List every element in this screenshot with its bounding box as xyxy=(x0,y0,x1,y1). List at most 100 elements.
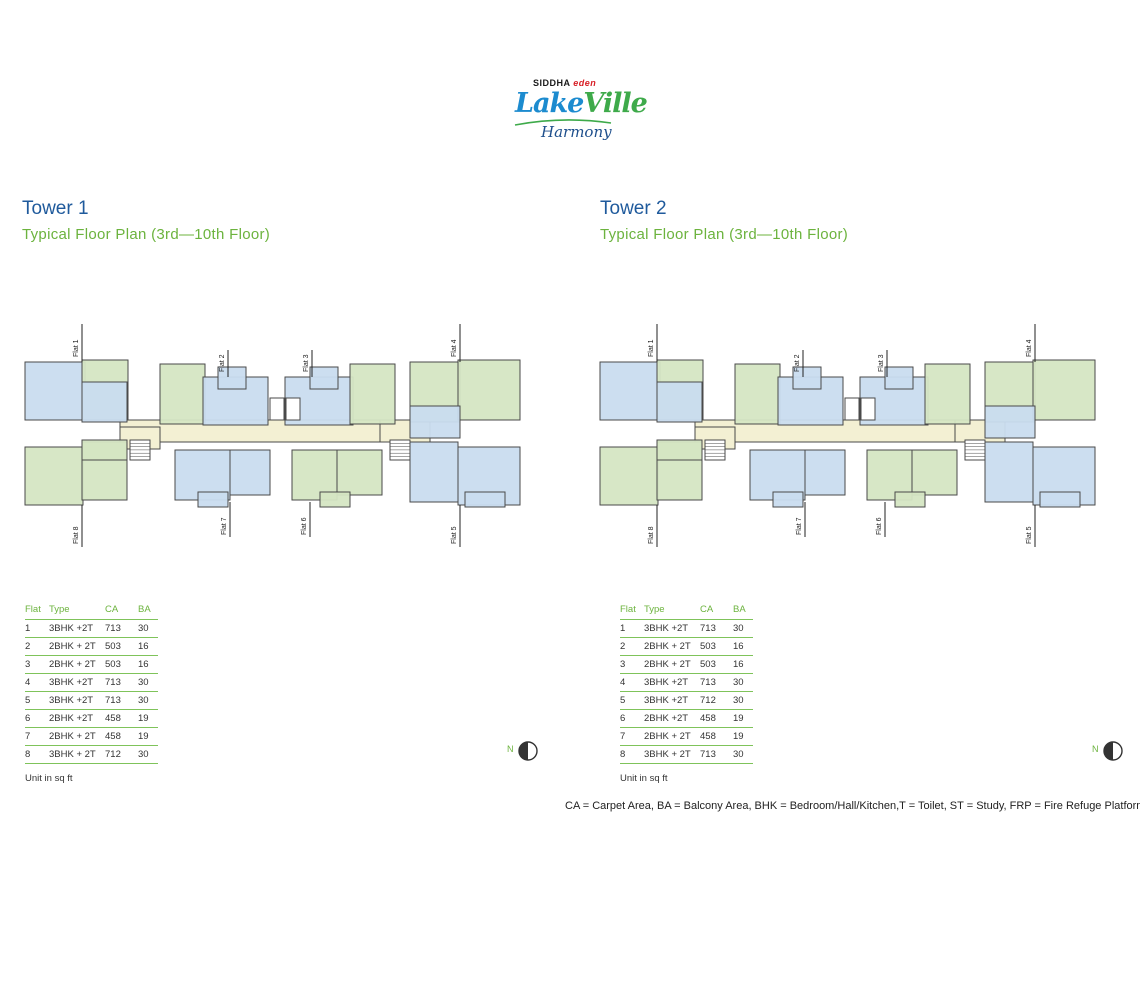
cell-ca: 712 xyxy=(105,745,138,764)
room-block xyxy=(984,405,1036,439)
room-block xyxy=(202,376,269,426)
flat-label: Flat 2 xyxy=(794,354,801,372)
tower-2-subtitle: Typical Floor Plan (3rd—10th Floor) xyxy=(600,226,849,243)
cell-type: 3BHK +2T xyxy=(49,691,105,710)
flat-label: Flat 1 xyxy=(648,339,655,357)
cell-ca: 458 xyxy=(105,727,138,746)
cell-ba: 30 xyxy=(733,619,753,638)
cell-flat: 3 xyxy=(25,655,49,674)
flat-label: Flat 5 xyxy=(451,526,458,544)
room-block xyxy=(464,491,506,508)
room-block xyxy=(884,366,914,390)
room-block xyxy=(1032,359,1096,421)
room-block xyxy=(336,449,383,496)
column-header-flat: Flat xyxy=(25,604,41,615)
column-header-ca: CA xyxy=(105,604,119,615)
cell-ba: 16 xyxy=(138,637,158,656)
cell-type: 3BHK + 2T xyxy=(49,745,105,764)
cell-type: 2BHK + 2T xyxy=(644,727,700,746)
logo-subtitle: Harmony xyxy=(541,123,612,141)
cell-ca: 503 xyxy=(105,655,138,674)
cell-ba: 19 xyxy=(733,727,753,746)
flat-label: Flat 7 xyxy=(796,517,803,535)
cell-ca: 503 xyxy=(700,637,733,656)
room-block xyxy=(599,446,659,506)
cell-ba: 19 xyxy=(733,709,753,728)
room-block xyxy=(24,446,84,506)
logo-brand-siddha: SIDDHA xyxy=(533,78,571,88)
tower-2-north-indicator: N xyxy=(1092,740,1126,762)
compass-icon xyxy=(1103,741,1123,761)
cell-type: 3BHK +2T xyxy=(49,673,105,692)
room-block xyxy=(734,363,781,425)
cell-ca: 458 xyxy=(700,727,733,746)
room-block xyxy=(24,361,86,421)
cell-ca: 713 xyxy=(700,619,733,638)
cell-ba: 19 xyxy=(138,709,158,728)
room-block xyxy=(81,381,128,423)
cell-ba: 16 xyxy=(733,637,753,656)
room-block xyxy=(772,491,804,508)
logo: SIDDHA eden LakeVille Harmony xyxy=(505,78,648,150)
north-label: N xyxy=(1092,744,1099,754)
room-block xyxy=(656,439,703,461)
room-block xyxy=(599,361,661,421)
cell-ba: 30 xyxy=(733,745,753,764)
room-block xyxy=(792,366,822,390)
room-block xyxy=(409,405,461,439)
column-header-ba: BA xyxy=(733,604,746,615)
cell-flat: 6 xyxy=(25,709,49,728)
tower-2-title: Tower 2 xyxy=(600,198,667,219)
lift-core xyxy=(844,397,860,421)
north-label: N xyxy=(507,744,514,754)
cell-ba: 16 xyxy=(138,655,158,674)
room-block xyxy=(229,449,271,496)
cell-flat: 7 xyxy=(620,727,644,746)
cell-ca: 458 xyxy=(700,709,733,728)
cell-flat: 8 xyxy=(620,745,644,764)
cell-type: 2BHK +2T xyxy=(644,709,700,728)
cell-ba: 30 xyxy=(138,745,158,764)
lift-core xyxy=(860,397,876,421)
cell-flat: 2 xyxy=(25,637,49,656)
flat-label: Flat 6 xyxy=(876,517,883,535)
cell-ca: 458 xyxy=(105,709,138,728)
tower-1-title: Tower 1 xyxy=(22,198,89,219)
cell-type: 3BHK +2T xyxy=(644,619,700,638)
flat-label: Flat 5 xyxy=(1026,526,1033,544)
room-block xyxy=(804,449,846,496)
room-block xyxy=(984,441,1034,503)
cell-ba: 30 xyxy=(733,673,753,692)
flat-label: Flat 8 xyxy=(648,526,655,544)
cell-ca: 713 xyxy=(700,745,733,764)
room-block xyxy=(349,363,396,425)
cell-flat: 3 xyxy=(620,655,644,674)
cell-type: 3BHK + 2T xyxy=(644,745,700,764)
cell-ba: 16 xyxy=(733,655,753,674)
tower-1-north-indicator: N xyxy=(507,740,541,762)
lift-core xyxy=(269,397,285,421)
flat-label: Flat 6 xyxy=(301,517,308,535)
cell-flat: 4 xyxy=(620,673,644,692)
flat-label: Flat 7 xyxy=(221,517,228,535)
flat-label: Flat 2 xyxy=(219,354,226,372)
cell-ba: 30 xyxy=(733,691,753,710)
cell-ca: 713 xyxy=(105,691,138,710)
cell-type: 3BHK +2T xyxy=(49,619,105,638)
logo-brand-top: SIDDHA eden xyxy=(533,78,596,88)
room-block xyxy=(911,449,958,496)
cell-flat: 1 xyxy=(620,619,644,638)
cell-flat: 6 xyxy=(620,709,644,728)
